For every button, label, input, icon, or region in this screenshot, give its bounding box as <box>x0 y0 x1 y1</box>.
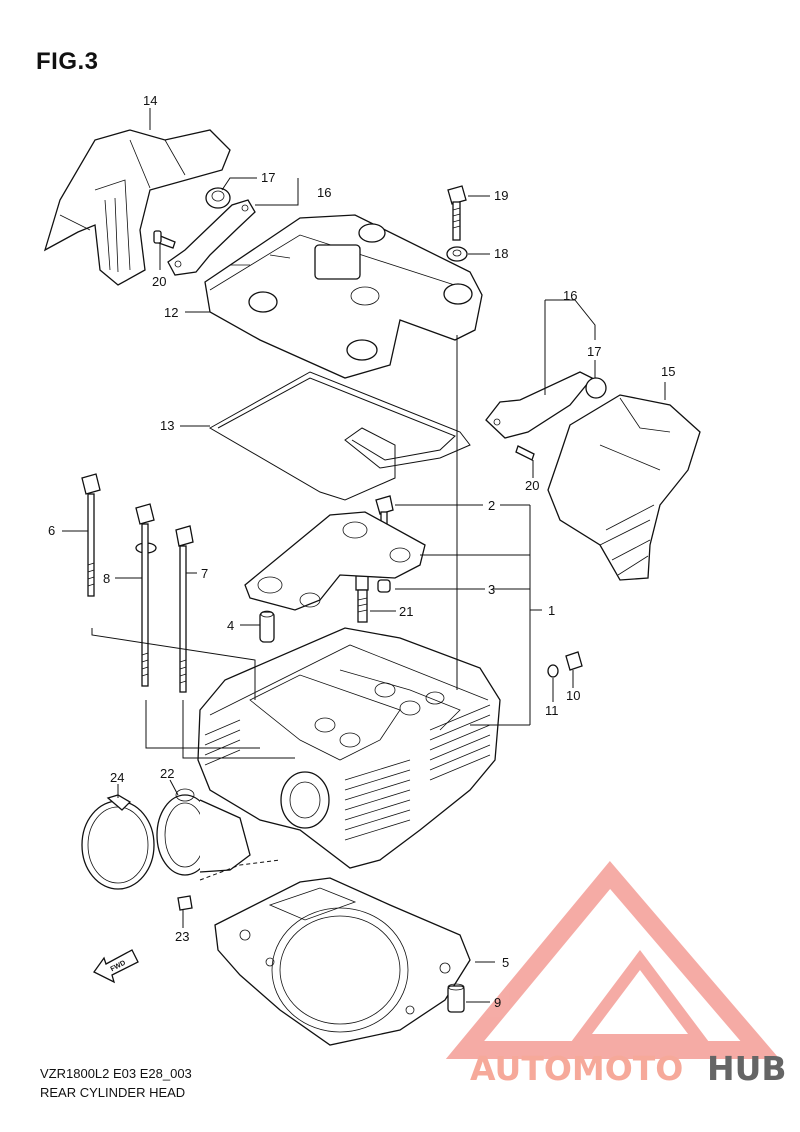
part-17-grommet-top <box>205 187 231 209</box>
part-22-intake-pipe <box>156 788 251 876</box>
part-17-grommet-right <box>585 377 607 399</box>
callout-3: 3 <box>488 582 495 597</box>
camshaft-holder <box>244 511 426 611</box>
part-16-bracket-right <box>485 371 594 439</box>
part-20-bolt-right <box>515 445 535 461</box>
part-19-bolt <box>447 185 467 241</box>
watermark-text-main: AUTOMOTO <box>470 1049 683 1088</box>
part-23-screw <box>177 895 193 911</box>
callout-8: 8 <box>103 571 110 586</box>
callout-6: 6 <box>48 523 55 538</box>
figure-title: FIG.3 <box>36 48 99 75</box>
part-10-bolt <box>565 651 583 671</box>
callout-17-right: 17 <box>587 344 601 359</box>
part-15-cover-right <box>547 394 701 581</box>
part-6-stud-bolt <box>81 473 101 597</box>
callout-15: 15 <box>661 364 675 379</box>
callout-11: 11 <box>545 703 559 718</box>
callout-4: 4 <box>227 618 234 633</box>
watermark-logo: AUTOMOTO HUB <box>445 861 787 1088</box>
part-12-cylinder-head-cover <box>204 214 483 379</box>
callout-1: 1 <box>548 603 555 618</box>
callout-16-top: 16 <box>317 185 331 200</box>
part-9-dowel-pin <box>447 983 465 1013</box>
callout-10: 10 <box>566 688 580 703</box>
model-code: VZR1800L2 E03 E28_003 <box>40 1066 192 1081</box>
part-21-spark-plug <box>355 575 369 623</box>
part-16-bracket-top <box>167 199 256 276</box>
part-11-washer <box>547 664 559 678</box>
callout-20-top: 20 <box>152 274 166 289</box>
part-24-clamp <box>81 794 155 890</box>
callout-23: 23 <box>175 929 189 944</box>
part-3-dowel <box>377 579 391 593</box>
callout-14: 14 <box>143 93 157 108</box>
callout-2: 2 <box>488 498 495 513</box>
callout-12: 12 <box>164 305 178 320</box>
watermark-text-hub: HUB <box>707 1049 787 1088</box>
part-1-cylinder-head <box>197 627 501 869</box>
callout-9: 9 <box>494 995 501 1010</box>
fwd-arrow: FWD <box>93 949 139 984</box>
diagram-caption: REAR CYLINDER HEAD <box>40 1085 186 1100</box>
part-4-valve-guide <box>259 610 275 643</box>
callout-7: 7 <box>201 566 208 581</box>
part-13-head-cover-gasket <box>208 371 471 501</box>
part-7-stud-bolt <box>175 525 194 693</box>
callout-24: 24 <box>110 770 124 785</box>
part-20-bolt-top <box>153 230 176 249</box>
callout-18: 18 <box>494 246 508 261</box>
part-18-washer <box>446 246 468 262</box>
leader-lines <box>62 108 666 1003</box>
callout-20-right: 20 <box>525 478 539 493</box>
callout-16-right: 16 <box>563 288 577 303</box>
callout-21: 21 <box>399 604 413 619</box>
part-5-head-gasket <box>214 877 471 1046</box>
callout-13: 13 <box>160 418 174 433</box>
callout-17-top: 17 <box>261 170 275 185</box>
callout-labels: 14 17 16 20 19 18 12 16 17 15 13 20 6 2 … <box>48 93 675 1010</box>
callout-22: 22 <box>160 766 174 781</box>
callout-5: 5 <box>502 955 509 970</box>
part-14-cover <box>43 129 231 286</box>
part-8-stud-bolt <box>135 503 157 687</box>
callout-19: 19 <box>494 188 508 203</box>
